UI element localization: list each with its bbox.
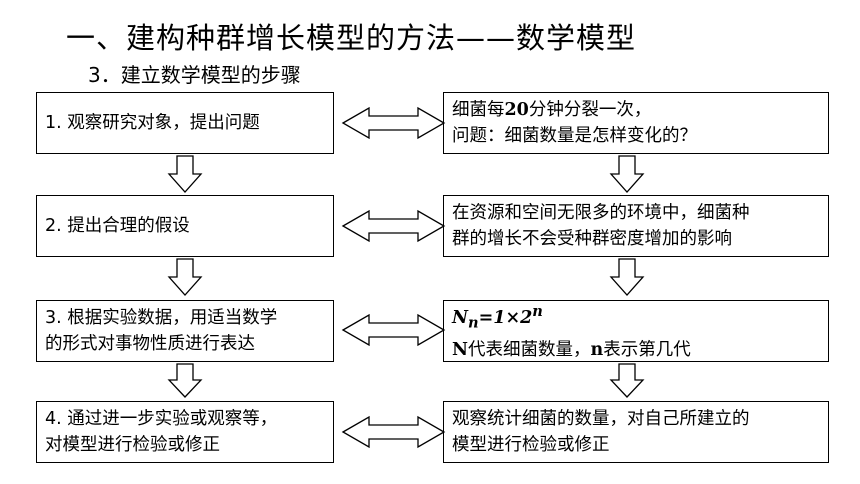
step-1-text: 1. 观察研究对象，提出问题 xyxy=(45,113,260,133)
double-arrow-2 xyxy=(341,209,446,243)
step-box-3: 3. 根据实验数据，用适当数学 的形式对事物性质进行表达 xyxy=(36,300,334,362)
note-text-2: 表示第几代 xyxy=(603,339,691,360)
formula-exponent: n xyxy=(532,303,543,321)
note-var-n-upper: N xyxy=(452,339,468,360)
note-text-1: 代表细菌数量， xyxy=(468,339,591,360)
example-1-number: 20 xyxy=(504,100,529,120)
example-1-line-1: 细菌每20分钟分裂一次， xyxy=(452,97,820,123)
example-4-line-2: 模型进行检验或修正 xyxy=(452,435,610,455)
growth-formula: Nn=1×2n xyxy=(452,299,820,336)
step-3-line-1: 3. 根据实验数据，用适当数学 xyxy=(45,308,278,328)
example-box-3: Nn=1×2n N代表细菌数量，n表示第几代 xyxy=(443,300,829,362)
example-box-1: 细菌每20分钟分裂一次， 问题：细菌数量是怎样变化的？ xyxy=(443,92,829,154)
double-arrow-3 xyxy=(341,313,446,347)
example-1-suffix: 分钟分裂一次， xyxy=(528,100,652,120)
step-2-text: 2. 提出合理的假设 xyxy=(45,216,190,236)
example-box-2: 在资源和空间无限多的环境中，细菌种 群的增长不会受种群密度增加的影响 xyxy=(443,195,829,257)
double-arrow-4 xyxy=(341,415,446,449)
formula-note: N代表细菌数量，n表示第几代 xyxy=(452,337,820,363)
formula-subscript: n xyxy=(468,314,479,332)
double-arrow-1 xyxy=(341,106,446,140)
example-4-line-1: 观察统计细菌的数量，对自己所建立的 xyxy=(452,409,750,429)
down-arrow-right-3 xyxy=(609,363,645,398)
example-2-line-2: 群的增长不会受种群密度增加的影响 xyxy=(452,229,732,249)
step-4-line-2: 对模型进行检验或修正 xyxy=(45,435,220,455)
step-4-line-1: 4. 通过进一步实验或观察等， xyxy=(45,409,278,429)
slide-subtitle: 3．建立数学模型的步骤 xyxy=(88,63,301,87)
down-arrow-right-1 xyxy=(609,155,645,193)
example-box-4: 观察统计细菌的数量，对自己所建立的 模型进行检验或修正 xyxy=(443,401,829,463)
down-arrow-left-3 xyxy=(167,363,203,398)
slide-title: 一、建构种群增长模型的方法——数学模型 xyxy=(66,21,637,55)
down-arrow-left-2 xyxy=(167,258,203,296)
example-1-prefix: 细菌每 xyxy=(452,100,505,120)
down-arrow-right-2 xyxy=(609,258,645,296)
example-1-line-2: 问题：细菌数量是怎样变化的？ xyxy=(452,126,697,146)
formula-lhs: N xyxy=(452,308,468,329)
step-box-2: 2. 提出合理的假设 xyxy=(36,195,334,257)
step-3-line-2: 的形式对事物性质进行表达 xyxy=(45,334,255,354)
down-arrow-left-1 xyxy=(167,155,203,193)
example-2-line-1: 在资源和空间无限多的环境中，细菌种 xyxy=(452,203,750,223)
note-var-n-lower: n xyxy=(590,339,604,360)
step-box-4: 4. 通过进一步实验或观察等， 对模型进行检验或修正 xyxy=(36,401,334,463)
formula-rhs: =1×2 xyxy=(478,308,533,329)
step-box-1: 1. 观察研究对象，提出问题 xyxy=(36,92,334,154)
